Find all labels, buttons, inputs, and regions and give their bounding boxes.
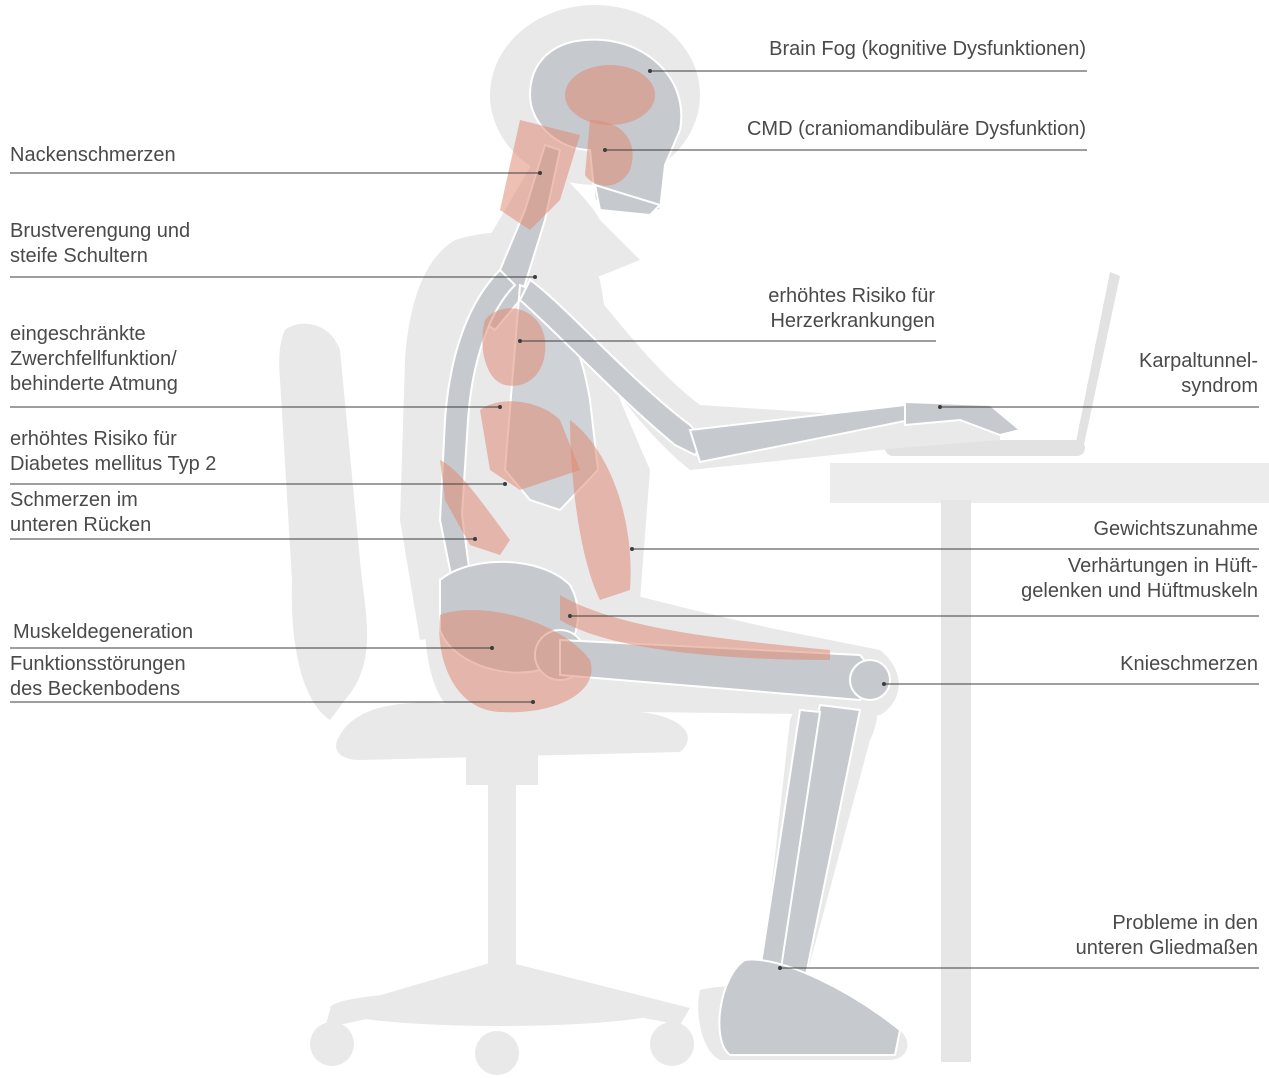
desk xyxy=(830,463,1269,1062)
label-herzerkrankungen: erhöhtes Risiko für Herzerkrankungen xyxy=(768,284,935,334)
label-beckenboden: Funktionsstörungen des Beckenbodens xyxy=(10,652,186,702)
label-muskeldegeneration: Muskeldegeneration xyxy=(13,620,193,645)
label-zwerchfell: eingeschränkte Zwerchfellfunktion/ behin… xyxy=(10,322,178,397)
label-gewichtszunahme: Gewichtszunahme xyxy=(1093,517,1258,542)
label-unterer-ruecken: Schmerzen im unteren Rücken xyxy=(10,488,151,538)
label-cmd: CMD (craniomandibuläre Dysfunktion) xyxy=(747,117,1086,142)
label-nackenschmerzen: Nackenschmerzen xyxy=(10,143,176,168)
label-untere-gliedmassen: Probleme in den unteren Gliedmaßen xyxy=(1076,911,1258,961)
label-brustverengung: Brustverengung und steife Schultern xyxy=(10,219,190,269)
label-huefte: Verhärtungen in Hüft- gelenken und Hüftm… xyxy=(1021,554,1258,604)
label-knieschmerzen: Knieschmerzen xyxy=(1120,652,1258,677)
label-karpaltunnel: Karpaltunnel- syndrom xyxy=(1139,349,1258,399)
label-diabetes: erhöhtes Risiko für Diabetes mellitus Ty… xyxy=(10,427,216,477)
label-brain-fog: Brain Fog (kognitive Dysfunktionen) xyxy=(769,37,1086,62)
